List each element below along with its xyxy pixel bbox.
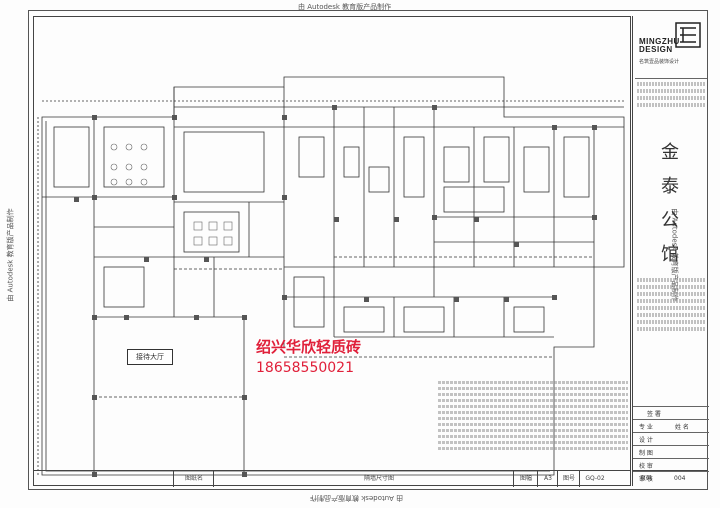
- outer-frame: [28, 10, 708, 490]
- sign-row-discipline: 专 业 姓 名: [633, 419, 709, 432]
- page-info: 页码 004: [632, 470, 708, 486]
- sign-label-check: 校 审: [639, 463, 653, 470]
- sign-header-row: 签 署: [633, 406, 709, 419]
- title-block: MINGZHU DESIGN 名筑壹品装饰设计 金泰公馆 签 署 专 业 姓 名…: [632, 16, 709, 486]
- design-logo-icon: [675, 22, 701, 48]
- sign-label-design: 设 计: [639, 437, 653, 444]
- logo-area: MINGZHU DESIGN 名筑壹品装饰设计: [635, 18, 707, 79]
- sign-label-discipline: 专 业: [639, 424, 653, 431]
- scale-value: A3: [537, 471, 558, 487]
- watermark-top: 由 Autodesk 教育版产品制作: [298, 3, 392, 11]
- sign-label-drawing: 制 图: [639, 450, 653, 457]
- company-info: [637, 82, 705, 110]
- sign-row-drawing: 制 图: [633, 445, 709, 458]
- sign-header: 签 署: [647, 411, 661, 418]
- sign-row-design: 设 计: [633, 432, 709, 445]
- page-label: 页码: [640, 475, 653, 482]
- floor-plan: [34, 17, 630, 487]
- sign-row-check: 校 审: [633, 458, 709, 471]
- logo-subtitle: 名筑壹品装饰设计: [639, 59, 680, 65]
- sheet-number-label: 图号: [557, 471, 580, 487]
- design-notes: [438, 378, 628, 468]
- watermark-bottom: 由 Autodesk 教育版产品制作: [310, 494, 404, 502]
- phone-overlay: 18658550021: [256, 360, 354, 376]
- floor-plan-drawing: [37, 76, 625, 477]
- drawing-name-label: 图纸名: [173, 471, 214, 487]
- project-title: 金泰公馆: [661, 142, 679, 265]
- inner-frame: [33, 16, 631, 486]
- sign-label-review: 审 核: [639, 476, 653, 483]
- bottom-info-bar: 图纸名 隔墙尺寸图 图幅 A3 图号 GQ-02: [33, 470, 631, 487]
- sign-name-header: 姓 名: [675, 424, 689, 431]
- drawing-name: 隔墙尺寸图: [213, 471, 513, 487]
- watermark-left: 由 Autodesk 教育版产品制作: [6, 208, 15, 302]
- reception-hall-label: 接待大厅: [127, 349, 173, 365]
- sheet-number: GQ-02: [579, 471, 610, 487]
- revision-notes: [637, 278, 705, 334]
- page-value: 004: [674, 475, 686, 482]
- sign-row-review: 审 核: [633, 471, 709, 484]
- logo-name: MINGZHU DESIGN: [639, 37, 680, 54]
- scale-label: 图幅: [513, 471, 538, 487]
- company-overlay: 绍兴华欣轻质砖: [256, 338, 362, 356]
